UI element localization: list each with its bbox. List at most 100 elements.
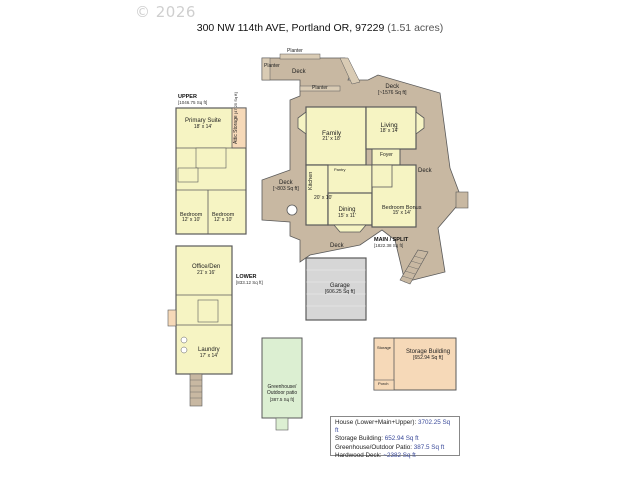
bedroom-a-name: Bedroom [180, 212, 203, 218]
dining-label: Dining 15' x 11' [338, 207, 356, 220]
greenhouse-name: Greenhouse/ Outdoor patio [266, 384, 298, 396]
family-room-shape [305, 106, 367, 166]
lower-stair [189, 373, 203, 407]
deck-top-label: Deck [292, 69, 306, 75]
garage-name: Garage [329, 283, 350, 289]
planter-label-b: Planter [264, 63, 280, 69]
garage-label: Garage [606.25 Sq ft] [325, 283, 355, 296]
office-den-label: Office/Den 21' x 16' [192, 264, 220, 277]
lower-section-area: [833.12 Sq ft] [236, 280, 263, 285]
legend-label: Hardwood Deck: [335, 451, 382, 459]
living-label: Living 18' x 14' [380, 122, 398, 135]
upper-closet-shape [177, 167, 199, 183]
garage-area: [606.25 Sq ft] [325, 288, 355, 295]
primary-suite-label: Primary Suite 18' x 14' [185, 118, 221, 131]
upper-section-label: UPPER [1046.75 Sq ft] [178, 94, 207, 105]
upper-bath-shape [195, 147, 227, 169]
greenhouse-area: [387.5 Sq ft] [269, 396, 295, 402]
planter-diag [339, 57, 361, 85]
deck-east-stair [399, 249, 429, 285]
greenhouse-step [275, 417, 289, 431]
bedroom-a-dim: 12' x 10' [182, 217, 201, 224]
deck-right-area: [~1576 Sq ft] [378, 89, 407, 96]
main-section-name: MAIN / SPLIT [374, 237, 409, 243]
family-label: Family 21' x 18' [322, 130, 341, 143]
planter-label-c: Planter [312, 85, 328, 91]
living-room-shape [365, 106, 417, 150]
area-summary-box: House (Lower+Main+Upper): 3702.25 Sq ft … [330, 416, 460, 459]
deck-left-name: Deck [279, 180, 293, 186]
deck-right-name: Deck [385, 84, 400, 90]
foyer-label: Foyer [380, 152, 393, 158]
property-title: 300 NW 114th AVE, Portland OR, 97229 (1.… [0, 22, 640, 34]
bay-window-left [297, 111, 307, 135]
legend-value: 652.94 Sq ft [384, 435, 419, 443]
deck-bottom-label: Deck [330, 243, 344, 249]
storage-building-name: Storage Building [406, 349, 451, 355]
dining-room-shape [327, 192, 373, 226]
office-den-name: Office/Den [192, 264, 221, 270]
dining-dim: 15' x 11' [338, 212, 356, 219]
porch-label: Porch [378, 381, 389, 386]
kitchen-name: Kitchen [308, 171, 314, 190]
legend-row-house: House (Lower+Main+Upper): 3702.25 Sq ft [335, 419, 455, 435]
attic-storage-name: Attic Storage [233, 115, 239, 144]
attic-storage-label: Attic Storage [47.25 Sq ft] [233, 92, 240, 144]
laundry-name: Laundry [198, 347, 220, 353]
family-name: Family [322, 130, 342, 137]
laundry-label: Laundry 17' x 14' [198, 347, 220, 360]
legend-row-storage: Storage Building: 652.94 Sq ft [335, 435, 455, 443]
storage-small-label: Storage [377, 345, 392, 350]
planter-label-a: Planter [287, 48, 303, 54]
legend-value: ~2382 Sq ft [383, 451, 416, 459]
family-dim: 21' x 18' [322, 136, 341, 143]
bedroom-a-label: Bedroom 12' x 10' [180, 212, 202, 224]
lower-section-label: LOWER [833.12 Sq ft] [236, 274, 263, 285]
storage-building-area: [652.94 Sq ft] [413, 354, 443, 361]
greenhouse-label: Greenhouse/ Outdoor patio [387.5 Sq ft] [264, 384, 300, 402]
kitchen-dim: 20' x 10' [314, 195, 333, 201]
bedroom-bonus-dim: 15' x 14' [392, 210, 411, 217]
office-den-dim: 21' x 16' [196, 269, 216, 276]
legend-value: 387.5 Sq ft [413, 443, 445, 451]
bedroom-b-label: Bedroom 12' x 10' [212, 212, 234, 224]
bay-window-right [415, 111, 425, 135]
main-section-area: [1822.38 Sq ft] [374, 243, 404, 248]
lower-stair-nook [167, 309, 177, 327]
pantry-label: Pantry [334, 167, 346, 172]
upper-section-area: [1046.75 Sq ft] [178, 100, 208, 105]
primary-suite-dim: 18' x 14' [193, 123, 213, 130]
bedroom-bonus-label: Bedroom Bonus 15' x 14' [382, 205, 421, 217]
legend-label: Storage Building: [335, 435, 383, 443]
dining-bay [333, 224, 367, 233]
lower-section-name: LOWER [236, 274, 257, 280]
kitchen-label: Kitchen [308, 172, 314, 190]
bedroom-b-dim: 12' x 10' [214, 217, 233, 224]
bedroom-bonus-name: Bedroom Bonus [382, 205, 422, 211]
laundry-dim: 17' x 14' [199, 352, 218, 359]
copyright-watermark: © 2026 [135, 3, 196, 21]
east-landing [455, 191, 469, 209]
planter-top [279, 53, 321, 60]
attic-storage-area: [47.25 Sq ft] [233, 92, 238, 114]
living-name: Living [380, 122, 398, 129]
legend-label: Greenhouse/Outdoor Patio: [335, 443, 413, 451]
primary-suite-name: Primary Suite [185, 118, 222, 124]
porch-shape [373, 379, 395, 391]
deck-left-label: Deck [~803 Sq ft] [273, 180, 299, 193]
deck-left-area: [~803 Sq ft] [273, 185, 299, 192]
legend-row-deck: Hardwood Deck: ~2382 Sq ft [335, 452, 455, 460]
planter-mid [299, 85, 341, 92]
legend-value: 3702.25 Sq ft [335, 419, 451, 435]
living-dim: 18' x 14' [380, 128, 399, 135]
hot-tub [286, 204, 298, 216]
lower-bath-shape [197, 299, 219, 323]
planter-left [261, 57, 271, 81]
garage-shape [305, 257, 367, 321]
legend-row-greenhouse: Greenhouse/Outdoor Patio: 387.5 Sq ft [335, 444, 455, 452]
main-section-label: MAIN / SPLIT [1822.38 Sq ft] [374, 237, 408, 248]
legend-label: House (Lower+Main+Upper): [335, 419, 417, 426]
dining-name: Dining [338, 207, 356, 213]
bath-main-shape [371, 164, 393, 188]
